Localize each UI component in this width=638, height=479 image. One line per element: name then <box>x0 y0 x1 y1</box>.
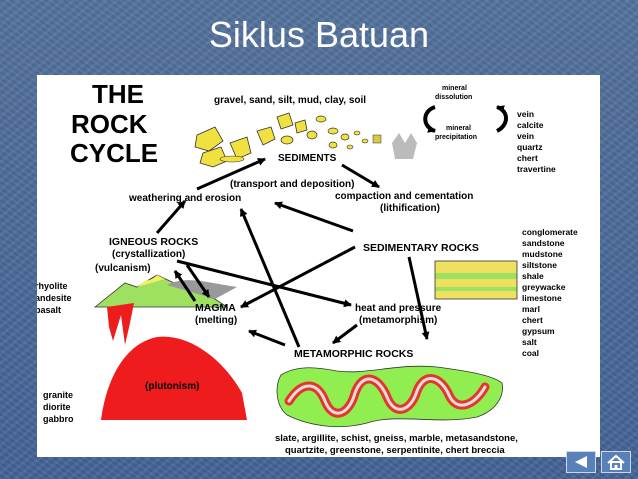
arrow-heat-to-metamorphic <box>332 323 358 345</box>
svg-text:coal: coal <box>522 348 539 358</box>
sedimentary-label: SEDIMENTARY ROCKS <box>363 242 479 254</box>
mineral-cycle-arrow-left <box>423 105 436 133</box>
triangle-left-icon <box>575 456 587 468</box>
svg-text:basalt: basalt <box>37 305 61 315</box>
arrow-magma-to-igneous <box>173 270 197 302</box>
dissolution-label-2: dissolution <box>435 94 472 101</box>
sedimentary-rock-list: conglomerate sandstone mudstone siltston… <box>522 227 578 358</box>
arrow-sedimentary-to-metamorphic <box>407 256 430 340</box>
svg-text:greywacke: greywacke <box>522 282 566 292</box>
plutonism-label: (plutonism) <box>145 381 199 392</box>
metamorphic-band <box>276 365 503 428</box>
svg-text:sandstone: sandstone <box>522 238 565 248</box>
svg-text:salt: salt <box>522 337 537 347</box>
metamorphism-label: (metamorphism) <box>359 315 437 326</box>
metamorphic-types-line-1: slate, argillite, schist, gneiss, marble… <box>275 433 518 444</box>
metamorphic-label: METAMORPHIC ROCKS <box>294 348 413 360</box>
igneous-label: IGNEOUS ROCKS <box>109 236 198 248</box>
lithification-label: (lithification) <box>380 203 440 214</box>
svg-text:andesite: andesite <box>37 293 72 303</box>
svg-text:calcite: calcite <box>517 120 544 130</box>
arrow-sediments-to-sedimentary <box>341 163 380 189</box>
svg-text:granite: granite <box>43 390 73 400</box>
sediments-label: SEDIMENTS <box>278 153 337 164</box>
cycle-arrows <box>155 157 430 348</box>
sedimentary-layers <box>434 260 518 300</box>
back-button[interactable] <box>566 451 596 473</box>
vulcanism-label: (vulcanism) <box>95 263 151 274</box>
home-button[interactable] <box>601 451 631 473</box>
arrow-igneous-to-magma <box>185 264 211 298</box>
arrow-weathering-to-sediments <box>196 157 266 191</box>
svg-text:travertine: travertine <box>517 164 556 174</box>
svg-text:shale: shale <box>522 271 544 281</box>
svg-text:conglomerate: conglomerate <box>522 227 578 237</box>
magma-label: MAGMA <box>195 302 236 314</box>
svg-text:gabbro: gabbro <box>43 414 74 424</box>
volcano-illustration <box>93 274 247 420</box>
extrusive-rock-list: rhyolite andesite basalt <box>35 281 72 315</box>
svg-text:limestone: limestone <box>522 293 562 303</box>
svg-text:rhyolite: rhyolite <box>37 281 68 291</box>
mineral-cycle-arrow-right <box>495 105 508 133</box>
heading-the: THE <box>92 79 144 109</box>
dissolution-label-1: mineral <box>442 85 467 92</box>
svg-text:chert: chert <box>522 315 543 325</box>
arrow-igneous-to-heat <box>176 259 352 308</box>
svg-text:vein: vein <box>517 131 534 141</box>
heat-label: heat and pressure <box>355 303 442 314</box>
crystallization-label: (crystallization) <box>112 249 185 260</box>
slide-title: Siklus Batuan <box>208 14 430 55</box>
arrow-metamorphic-to-weathering <box>239 208 301 348</box>
rock-cycle-svg: THE ROCK CYCLE gravel, sand, silt, mud, … <box>35 79 578 456</box>
svg-text:vein: vein <box>517 109 534 119</box>
compaction-label: compaction and cementation <box>335 191 473 202</box>
svg-text:quartz: quartz <box>517 142 543 152</box>
chemical-rock-list: vein calcite vein quartz chert travertin… <box>517 109 556 174</box>
svg-text:gypsum: gypsum <box>522 326 555 336</box>
melting-label: (melting) <box>195 315 237 326</box>
precipitation-label-1: mineral <box>446 125 471 132</box>
arrow-metamorphic-to-magma <box>248 329 286 347</box>
weathering-label: weathering and erosion <box>128 193 241 204</box>
rock-cycle-diagram: THE ROCK CYCLE gravel, sand, silt, mud, … <box>35 75 600 457</box>
intrusive-rock-list: granite diorite gabbro <box>43 390 74 424</box>
transport-label: (transport and deposition) <box>230 179 354 190</box>
svg-text:chert: chert <box>517 153 538 163</box>
home-icon <box>607 454 625 470</box>
svg-text:marl: marl <box>522 304 540 314</box>
heading-rock: ROCK <box>71 109 148 139</box>
arrow-sedimentary-to-magma <box>240 245 356 309</box>
sediment-types-label: gravel, sand, silt, mud, clay, soil <box>214 95 366 106</box>
svg-text:mudstone: mudstone <box>522 249 563 259</box>
arrow-igneous-to-weathering <box>155 200 187 234</box>
heading-cycle: CYCLE <box>70 138 158 168</box>
arrow-sedimentary-to-weathering <box>274 201 354 233</box>
metamorphic-types-line-2: quartzite, greenstone, serpentinite, che… <box>285 445 505 456</box>
svg-text:diorite: diorite <box>43 402 71 412</box>
precipitation-label-2: precipitation <box>435 134 477 141</box>
sediment-grains <box>194 112 417 168</box>
svg-text:siltstone: siltstone <box>522 260 557 270</box>
